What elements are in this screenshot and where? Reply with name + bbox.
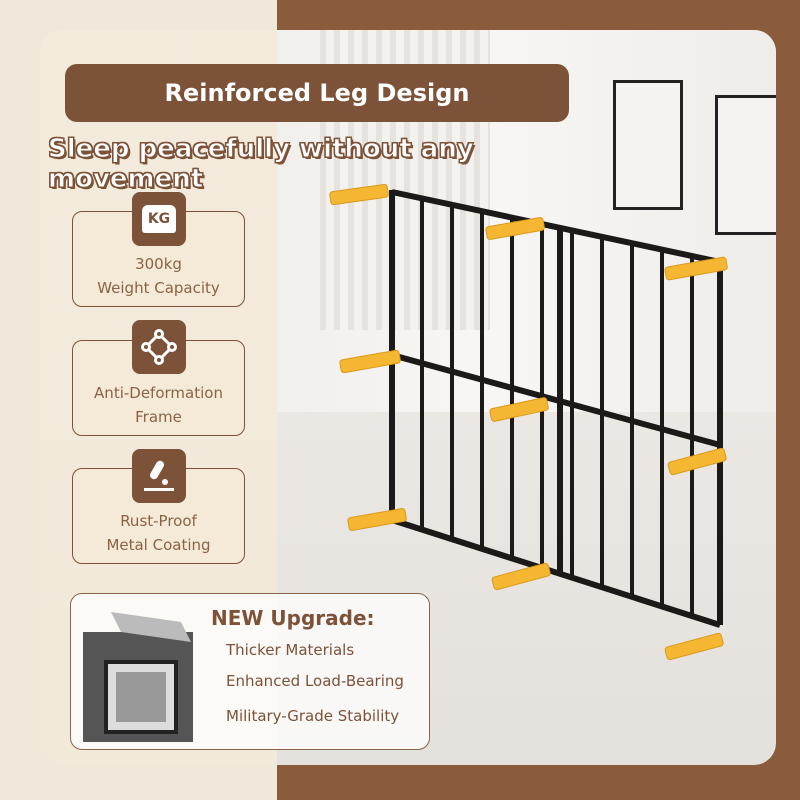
feature-line1: Anti-Deformation <box>94 384 223 402</box>
rust-proof-icon <box>132 449 186 503</box>
kg-label: KG <box>141 205 177 233</box>
steel-tube-image <box>83 612 193 742</box>
upgrade-item: Enhanced Load-Bearing <box>226 672 404 690</box>
wall-art <box>715 95 776 235</box>
feature-line1: Rust-Proof <box>120 512 197 530</box>
frame-nodes-icon <box>132 320 186 374</box>
upgrade-item: Military-Grade Stability <box>226 707 400 725</box>
subtitle: Sleep peacefully without any movement <box>48 134 475 195</box>
page-title: Reinforced Leg Design <box>65 64 569 122</box>
support-pads <box>329 183 728 661</box>
feature-line2: Frame <box>135 408 182 426</box>
weight-kg-icon: KG <box>132 192 186 246</box>
wall-art <box>613 80 683 210</box>
upgrade-item: Thicker Materials <box>226 641 355 659</box>
frame-rails <box>389 189 723 628</box>
feature-line1: 300kg <box>135 255 182 273</box>
upgrade-title: NEW Upgrade: <box>211 606 375 630</box>
feature-line2: Metal Coating <box>106 536 211 554</box>
upgrade-box: NEW Upgrade: Thicker Materials Enhanced … <box>70 593 430 750</box>
feature-line2: Weight Capacity <box>97 279 220 297</box>
frame-bars <box>420 198 694 617</box>
